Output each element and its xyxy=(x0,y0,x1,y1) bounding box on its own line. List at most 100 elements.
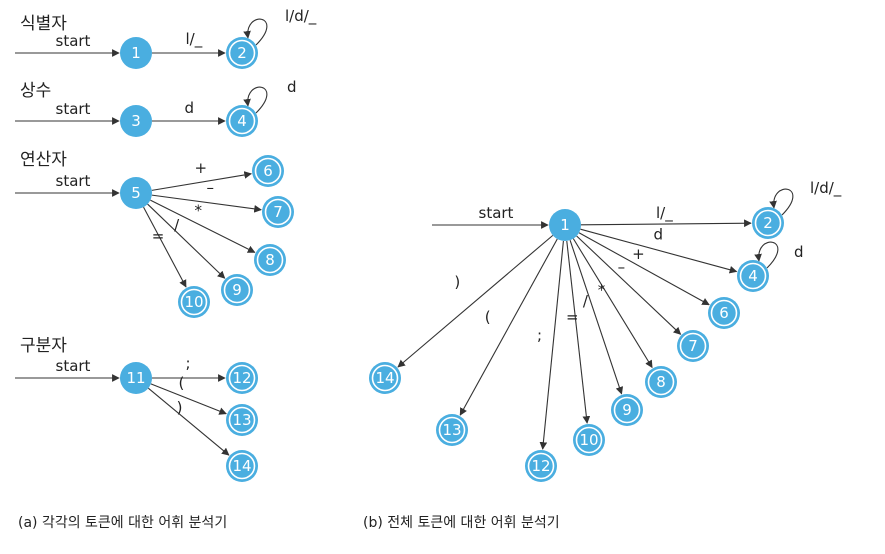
section-title-delimiter: 구분자 xyxy=(20,336,67,356)
start-label-a11: start xyxy=(56,357,91,375)
self-loop-label-b4: d xyxy=(794,243,804,261)
accept-ring-a12 xyxy=(228,364,256,392)
state-node-a12: 12 xyxy=(226,362,258,394)
accept-ring-a14 xyxy=(228,452,256,480)
state-node-b9: 9 xyxy=(611,394,643,426)
state-circle-b10 xyxy=(573,424,605,456)
state-label-b1: 1 xyxy=(560,216,570,234)
edge-b1-b8 xyxy=(572,238,653,369)
edge-label-a11-a12: ; xyxy=(186,354,191,372)
edge-label-b1-b9: / xyxy=(583,292,589,310)
state-circle-a10 xyxy=(178,286,210,318)
state-circle-b8 xyxy=(645,366,677,398)
state-node-b10: 10 xyxy=(573,424,605,456)
accept-ring-b6 xyxy=(710,299,738,327)
state-circle-a5 xyxy=(120,177,152,209)
state-circle-a4 xyxy=(226,105,258,137)
edge-label-b1-b14: ) xyxy=(454,273,460,291)
accept-ring-b7 xyxy=(679,332,707,360)
state-label-a12: 12 xyxy=(232,369,251,387)
state-node-a7: 7 xyxy=(262,196,294,228)
accept-ring-b9 xyxy=(613,396,641,424)
state-circle-a12 xyxy=(226,362,258,394)
state-circle-a8 xyxy=(254,244,286,276)
state-circle-a3 xyxy=(120,105,152,137)
self-loop-a2 xyxy=(243,18,268,46)
edge-label-b1-b7: – xyxy=(618,258,626,276)
edge-a11-a13 xyxy=(150,383,227,415)
state-label-a13: 13 xyxy=(232,411,251,429)
state-label-a11: 11 xyxy=(126,369,145,387)
edge-label-b1-b6: + xyxy=(632,245,645,263)
section-title-identifier: 식별자 xyxy=(20,14,67,34)
edge-b1-b2 xyxy=(580,219,752,228)
state-label-a1: 1 xyxy=(131,44,141,62)
edge-label-b1-b10: = xyxy=(566,308,579,326)
self-loop-label-a2: l/d/_ xyxy=(285,7,317,26)
state-node-a9: 9 xyxy=(221,274,253,306)
start-label-b1: start xyxy=(479,204,514,222)
state-node-a6: 6 xyxy=(252,155,284,187)
self-loop-b2 xyxy=(769,188,794,216)
state-circle-a11 xyxy=(120,362,152,394)
edge-label-a11-a14: ) xyxy=(177,399,183,417)
state-node-a3: 3 xyxy=(120,105,152,137)
state-circle-b4 xyxy=(737,260,769,292)
edge-label-a5-a10: = xyxy=(152,227,165,245)
state-node-b1: 1 xyxy=(549,209,581,241)
state-circle-b13 xyxy=(436,414,468,446)
state-circle-a9 xyxy=(221,274,253,306)
state-label-a10: 10 xyxy=(184,293,203,311)
start-label-a5: start xyxy=(56,172,91,190)
state-node-a2: 2 xyxy=(226,37,258,69)
state-node-b4: 4 xyxy=(737,260,769,292)
accept-ring-b14 xyxy=(371,364,399,392)
state-label-a5: 5 xyxy=(131,184,141,202)
accept-ring-a13 xyxy=(228,406,256,434)
state-node-b13: 13 xyxy=(436,414,468,446)
state-node-a4: 4 xyxy=(226,105,258,137)
accept-ring-b4 xyxy=(739,262,767,290)
state-label-b9: 9 xyxy=(622,401,632,419)
state-node-b6: 6 xyxy=(708,297,740,329)
state-node-a14: 14 xyxy=(226,450,258,482)
edge-label-b1-b4: d xyxy=(654,225,664,243)
state-circle-a13 xyxy=(226,404,258,436)
accept-ring-a2 xyxy=(228,39,256,67)
edge-label-a1-a2: l/_ xyxy=(186,30,203,49)
state-node-b8: 8 xyxy=(645,366,677,398)
state-node-a13: 13 xyxy=(226,404,258,436)
state-label-b10: 10 xyxy=(579,431,598,449)
edge-b1-b10 xyxy=(566,240,591,424)
state-node-a11: 11 xyxy=(120,362,152,394)
edge-b1-b7 xyxy=(576,235,682,335)
state-label-b8: 8 xyxy=(656,373,666,391)
state-label-b7: 7 xyxy=(688,337,698,355)
edge-label-b1-b2: l/_ xyxy=(656,204,673,223)
start-label-a3: start xyxy=(56,100,91,118)
edge-label-a5-a6: + xyxy=(195,159,208,177)
state-circle-b12 xyxy=(525,450,557,482)
state-label-a2: 2 xyxy=(237,44,247,62)
state-label-a14: 14 xyxy=(232,457,251,475)
state-circle-b14 xyxy=(369,362,401,394)
state-node-a8: 8 xyxy=(254,244,286,276)
edge-label-a5-a7: – xyxy=(207,178,215,196)
self-loop-b4 xyxy=(754,241,779,269)
state-node-a10: 10 xyxy=(178,286,210,318)
state-circle-b1 xyxy=(549,209,581,241)
state-label-b12: 12 xyxy=(531,457,550,475)
state-circle-a2 xyxy=(226,37,258,69)
state-circle-a1 xyxy=(120,37,152,69)
edge-label-b1-b13: ( xyxy=(485,308,491,326)
state-node-b2: 2 xyxy=(752,207,784,239)
accept-ring-b13 xyxy=(438,416,466,444)
state-node-b14: 14 xyxy=(369,362,401,394)
edge-b1-b14 xyxy=(397,234,554,368)
accept-ring-b10 xyxy=(575,426,603,454)
state-circle-b9 xyxy=(611,394,643,426)
edge-a5-a10 xyxy=(143,206,187,288)
state-node-a1: 1 xyxy=(120,37,152,69)
self-loop-label-a4: d xyxy=(287,78,297,96)
